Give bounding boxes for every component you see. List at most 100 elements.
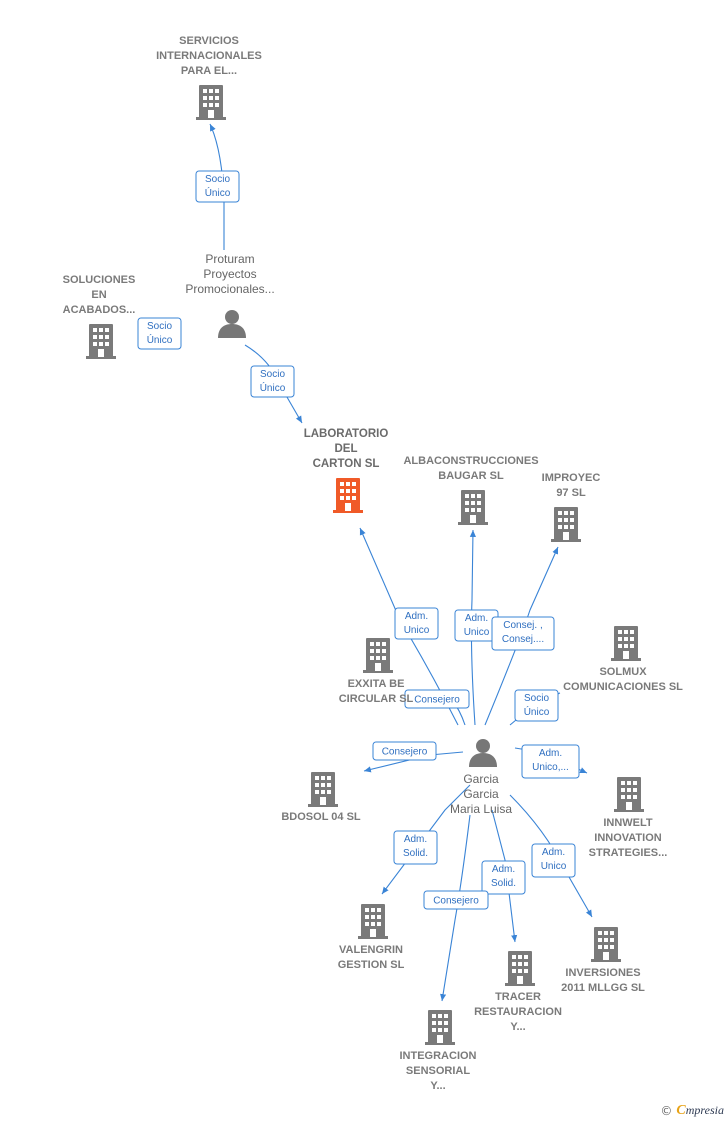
- edge-label-text: Solid.: [491, 878, 516, 889]
- edge-label-box[interactable]: [491, 616, 555, 651]
- edge-label-text: Unico: [464, 627, 490, 638]
- company-building-icon: [591, 927, 621, 962]
- node-label-line: CIRCULAR SL: [339, 693, 414, 705]
- node-label-line: ALBACONSTRUCCIONES: [403, 455, 538, 467]
- node-label-line: VALENGRIN: [339, 944, 403, 956]
- copyright-symbol: ©: [660, 1104, 673, 1118]
- node-servicios[interactable]: SERVICIOS INTERNACIONALES PARA EL...: [156, 35, 262, 120]
- edge-label-text: Único: [147, 333, 173, 346]
- edge-label-text: Único: [260, 381, 286, 394]
- node-label-line: DEL: [335, 443, 358, 455]
- edge-line: [469, 529, 476, 726]
- node-innwelt[interactable]: INNWELTINNOVATIONSTRATEGIES...: [589, 777, 668, 859]
- node-label-line: BAUGAR SL: [438, 470, 504, 482]
- edge-label-box[interactable]: [404, 689, 470, 709]
- edge-garcia-to-integracion: Consejero: [423, 814, 489, 1002]
- edge-garcia-to-improyec: Consej. ,Consej....: [484, 546, 559, 726]
- node-label-line: EN: [91, 289, 106, 301]
- edge-label-box[interactable]: [372, 741, 437, 761]
- node-laboratorio[interactable]: LABORATORIO DEL CARTON SL: [304, 428, 389, 513]
- node-label-line: Proyectos: [203, 267, 256, 281]
- node-label-line: LABORATORIO: [304, 428, 389, 440]
- edge-label-text: Adm.: [542, 847, 565, 858]
- node-label-line: TRACER: [495, 991, 541, 1003]
- edge-label-box[interactable]: [393, 830, 438, 865]
- node-label-line: SERVICIOS: [179, 35, 239, 47]
- company-building-icon: [551, 507, 581, 542]
- node-inversiones[interactable]: INVERSIONES 2011 MLLGG SL: [561, 927, 645, 994]
- node-integracion[interactable]: INTEGRACIONSENSORIALY...: [400, 1010, 477, 1092]
- edge-label-text: Consej. ,: [503, 620, 542, 631]
- edge-label-text: Socio: [524, 693, 549, 704]
- edge-garcia-to-bdosol: Consejero: [363, 741, 464, 773]
- node-label-line: GESTION SL: [338, 959, 405, 971]
- node-soluciones[interactable]: SOLUCIONES EN ACABADOS...: [63, 274, 136, 359]
- edge-line: [440, 814, 471, 1002]
- node-tracer[interactable]: TRACERRESTAURACIONY...: [474, 951, 562, 1033]
- node-label-line: IMPROYEC: [542, 472, 601, 484]
- node-label-line: SOLMUX: [599, 666, 647, 678]
- empresia-logo: Cmpresia: [676, 1103, 724, 1118]
- node-label-line: ACABADOS...: [63, 304, 136, 316]
- node-label-line: SOLUCIONES: [63, 274, 136, 286]
- edge-label-box[interactable]: [531, 843, 576, 878]
- edge-label-box[interactable]: [137, 317, 182, 350]
- edge-label-text: Socio: [260, 369, 285, 380]
- node-proturam[interactable]: ProturamProyectosPromocionales...: [185, 252, 275, 338]
- edge-label-text: Único: [524, 705, 550, 718]
- node-label-line: INTERNACIONALES: [156, 50, 262, 62]
- node-valengrin[interactable]: VALENGRIN GESTION SL: [338, 904, 405, 971]
- node-solmux[interactable]: SOLMUX COMUNICACIONES SL: [563, 626, 683, 693]
- node-label-line: 97 SL: [556, 487, 586, 499]
- company-building-icon: [458, 490, 488, 525]
- footer-brand: © Cmpresia: [660, 1103, 724, 1119]
- edge-label-box[interactable]: [423, 890, 489, 910]
- edge-label-text: Unico: [541, 861, 567, 872]
- edge-label-box[interactable]: [195, 170, 240, 203]
- node-label-line: INNOVATION: [594, 832, 661, 844]
- node-label-line: Proturam: [205, 252, 254, 266]
- edge-label-text: Unico: [404, 625, 430, 636]
- edge-label-text: Adm.: [405, 611, 428, 622]
- company-building-icon: [308, 772, 338, 807]
- node-albaconstrucciones[interactable]: ALBACONSTRUCCIONES BAUGAR SL: [403, 455, 539, 525]
- person-icon: [469, 739, 497, 767]
- edge-line: [491, 809, 518, 943]
- node-label-line: SENSORIAL: [406, 1065, 470, 1077]
- edge-label-text: Solid.: [403, 848, 428, 859]
- edge-label-box[interactable]: [514, 689, 559, 722]
- edge-label-text: Socio: [205, 174, 230, 185]
- node-label-line: CARTON SL: [313, 458, 380, 470]
- node-label-line: Promocionales...: [185, 282, 274, 296]
- company-building-icon: [363, 638, 393, 673]
- edge-label-box[interactable]: [521, 744, 580, 779]
- edge-label-text: Adm.: [465, 613, 488, 624]
- node-label-line: INVERSIONES: [565, 967, 640, 979]
- edge-garcia-to-laboratorio: Adm. Unico: [359, 527, 459, 726]
- edge-label-text: Unico,...: [532, 762, 569, 773]
- node-label-line: BDOSOL 04 SL: [281, 811, 361, 823]
- person-icon: [218, 310, 246, 338]
- edge-garcia-to-exxita: Consejero: [404, 689, 470, 726]
- node-label-line: Maria Luisa: [450, 802, 512, 816]
- node-label-line: INNWELT: [603, 817, 653, 829]
- node-label-line: 2011 MLLGG SL: [561, 982, 645, 994]
- node-label-line: PARA EL...: [181, 65, 237, 77]
- node-label-line: Garcia: [463, 772, 499, 786]
- company-building-icon: [196, 85, 226, 120]
- node-label-line: Garcia: [463, 787, 499, 801]
- company-building-icon: [425, 1010, 455, 1045]
- node-bdosol[interactable]: BDOSOL 04 SL: [281, 772, 361, 823]
- edge-label-box[interactable]: [394, 607, 439, 640]
- edge-label-text: Adm.: [539, 748, 562, 759]
- company-building-icon: [505, 951, 535, 986]
- edge-label-box[interactable]: [481, 860, 526, 895]
- edge-line: [381, 784, 471, 895]
- edge-label-text: Consejero: [382, 747, 428, 758]
- node-label-line: COMUNICACIONES SL: [563, 681, 683, 693]
- edge-garcia-to-albaconstrucciones: Adm. Unico: [454, 529, 499, 726]
- edge-label-box[interactable]: [250, 365, 295, 398]
- node-improyec[interactable]: IMPROYEC 97 SL: [542, 472, 601, 542]
